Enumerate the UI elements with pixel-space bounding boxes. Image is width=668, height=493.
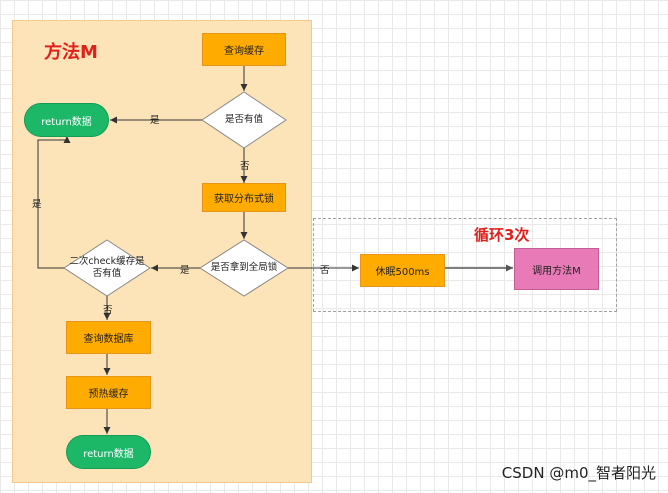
second-check-label-line2: 否有值: [92, 268, 122, 279]
has-value-label: 是否有值: [224, 113, 263, 125]
edge-label-no-has-value: 否: [240, 161, 250, 172]
query-cache-node: 查询缓存: [202, 33, 286, 66]
got-lock-diamond: [199, 239, 289, 297]
get-lock-node: 获取分布式锁: [202, 183, 286, 212]
loop-region: [313, 218, 617, 312]
return-data-top: return数据: [24, 103, 109, 137]
got-lock-label: 是否拿到全局锁: [210, 261, 278, 273]
watermark: CSDN @m0_智者阳光: [501, 464, 656, 482]
warm-cache-node: 预热缓存: [66, 376, 151, 409]
query-db-node: 查询数据库: [66, 321, 151, 354]
edge-second-check-yes: [37, 136, 71, 269]
second-check-label-line1: 二次check缓存是: [69, 255, 145, 267]
return-data-bottom: return数据: [66, 435, 151, 469]
edge-label-yes-second-check: 是: [32, 199, 42, 210]
sleep-node: 休眠500ms: [360, 254, 445, 287]
call-method-node: 调用方法M: [514, 248, 599, 290]
second-check-label: 二次check缓存是 否有值: [64, 254, 150, 282]
section-title: 方法M: [44, 42, 98, 63]
edge-label-yes-got-lock: 是: [180, 265, 190, 276]
edge-label-no-got-lock: 否: [320, 265, 330, 276]
edge-label-no-second-check: 否: [103, 305, 113, 316]
loop-title: 循环3次: [474, 226, 530, 244]
edge-label-yes-has-value: 是: [150, 115, 160, 126]
